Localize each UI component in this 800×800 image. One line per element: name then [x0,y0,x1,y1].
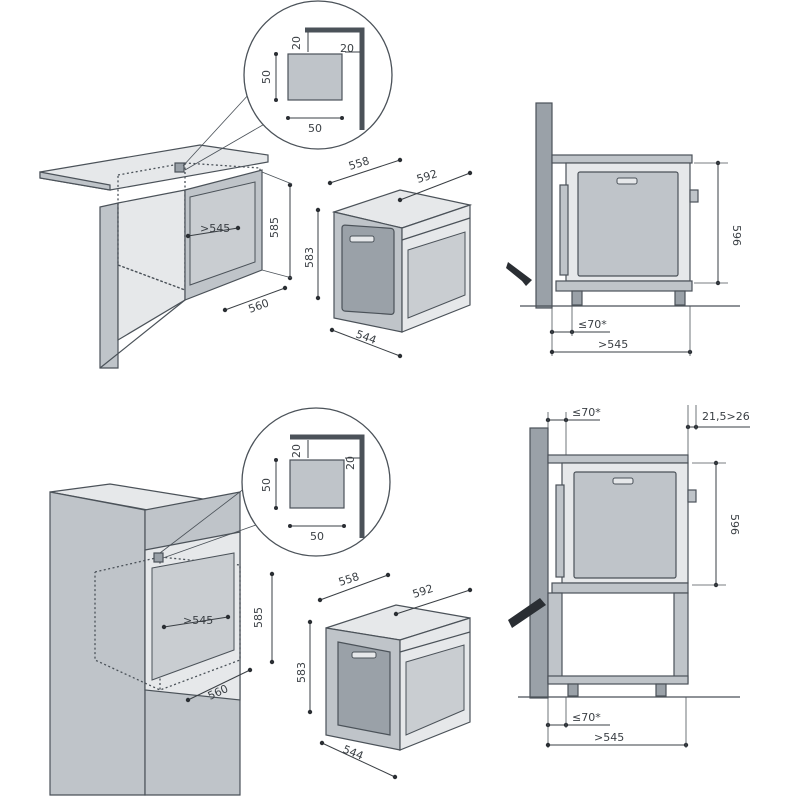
bottom-oven-drawing: 558 592 583 544 [295,570,473,780]
depth-label-bottom: >545 [183,614,213,627]
hole-height-label: 50 [260,70,273,84]
oven-height-label-side-bottom: 596 [728,514,741,535]
top-cabinet-drawing: >545 585 560 [39,92,293,369]
oven-inner-width-label-bottom: 544 [341,743,365,763]
oven-height-label-side-top: 596 [730,225,743,246]
ventilation-label-side-lower: ≤70* [572,711,601,724]
hole-width-label-bottom: 50 [310,530,324,543]
height-label-top: 585 [268,217,281,238]
hole-width-label: 50 [308,122,322,135]
gap-label-d: 20 [344,456,357,470]
oven-width-label-bottom: 592 [411,582,435,601]
top-detail-callout: 20 20 50 50 [243,0,393,150]
thickness-label: 21,5>26 [702,410,750,423]
gap-label-b: 20 [340,42,354,55]
depth-label-side-bottom: >545 [594,731,624,744]
hole-height-label-bottom: 50 [260,478,273,492]
gap-label-c: 20 [290,444,303,458]
cable-hole-bottom [153,552,164,563]
bottom-side-view: ≤70* 21,5>26 596 ≤70* >545 [508,405,750,748]
oven-depth-label-bottom: 558 [337,570,361,589]
depth-label-top: >545 [200,222,230,235]
top-oven-drawing: 558 592 583 544 [303,154,473,359]
bottom-cabinet-drawing: >545 585 560 [49,483,275,796]
ventilation-label-side-upper: ≤70* [572,406,601,419]
top-side-view: 596 ≤70* >545 [506,102,743,356]
oven-depth-label-top: 558 [347,154,371,173]
oven-height-label-top: 583 [303,247,316,268]
oven-inner-width-label-top: 544 [354,328,378,347]
oven-width-label-top: 592 [415,167,439,186]
gap-label-a: 20 [290,36,303,50]
width-label-top: 560 [247,296,271,315]
oven-height-label-bottom: 583 [295,662,308,683]
ventilation-label-top: ≤70* [578,318,607,331]
depth-label-side-top: >545 [598,338,628,351]
bottom-detail-callout: 20 20 50 50 [241,407,391,557]
cable-hole [174,162,185,173]
height-label-bottom: 585 [252,607,265,628]
